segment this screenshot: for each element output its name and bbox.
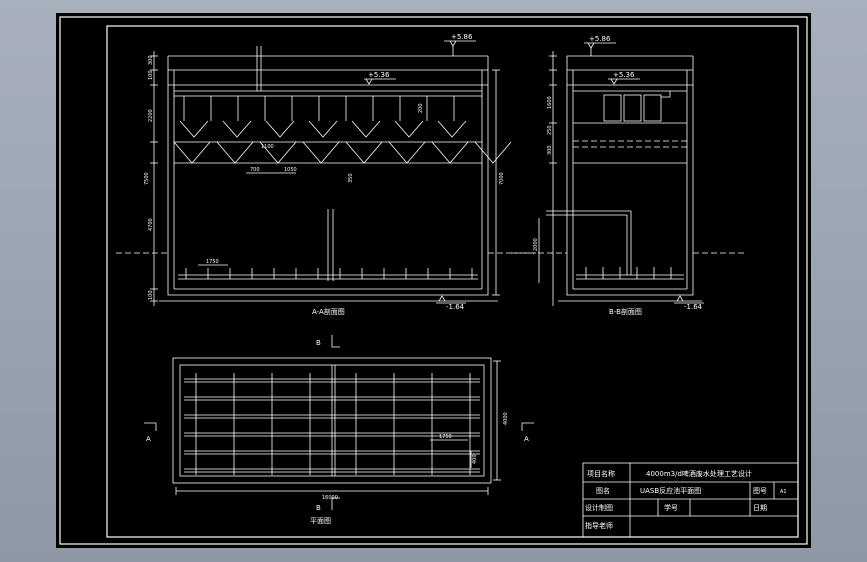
- plan-dim-1750: 1750: [439, 434, 452, 440]
- dim-a-7000: 7000: [499, 172, 505, 185]
- plan-dim-400: 400: [472, 454, 478, 464]
- lower-baffle: [345, 141, 383, 164]
- gas-hood: [222, 120, 252, 138]
- dim-left-3: 7500: [144, 172, 150, 185]
- title-block-lines: [582, 462, 799, 538]
- dim-left-1: 100: [148, 70, 154, 80]
- plan-dimension-lines: [175, 360, 501, 495]
- tb-advisor-label: 指导老师: [585, 521, 613, 530]
- section-a-dimension-lines: [116, 51, 536, 306]
- section-a-tank: [159, 46, 498, 302]
- dim-left-2: 2200: [148, 109, 154, 122]
- elevation-marker-bottom-b: [674, 295, 704, 304]
- lower-baffle: [431, 141, 469, 164]
- tb-number-value: A1: [780, 489, 787, 495]
- elevation-marker-water-a: [364, 78, 396, 85]
- dim-a-200: 200: [418, 103, 424, 113]
- elevation-top-b: +5.86: [589, 35, 611, 43]
- lower-baffle: [216, 141, 254, 164]
- gas-hood: [308, 120, 338, 138]
- tb-student-label: 学号: [664, 503, 678, 512]
- tb-designer-label: 设计制图: [585, 503, 613, 512]
- gas-hood: [265, 120, 295, 138]
- gas-hood: [351, 120, 381, 138]
- section-b-tank: [546, 55, 702, 302]
- lower-baffle: [259, 141, 297, 164]
- gas-hood: [179, 120, 209, 138]
- elevation-bottom-a: -1.64: [446, 303, 465, 311]
- plan-dim-16000: 16000: [322, 495, 338, 501]
- elevation-top-a: +5.86: [451, 33, 473, 41]
- lower-baffle: [474, 141, 512, 164]
- outer-frame: [59, 16, 808, 545]
- dim-b-250: 250: [547, 125, 553, 135]
- dim-a-1750: 1750: [206, 259, 219, 265]
- tb-drawing-label: 图名: [596, 486, 610, 495]
- lower-baffle: [302, 141, 340, 164]
- section-b-dimension-lines: [511, 51, 746, 306]
- section-a-separator-baffles: [173, 96, 672, 279]
- plan-distribution-grid: [184, 373, 480, 475]
- inner-frame: [106, 25, 799, 538]
- cut-label-a-right: A: [524, 435, 529, 443]
- cad-viewport[interactable]: +5.86 +5.36 -1.64 +5.86 +5.36 -1.64 300 …: [56, 13, 811, 548]
- section-b-title: B-B剖面图: [609, 307, 642, 316]
- elevation-marker-water-b: [608, 78, 640, 85]
- dim-b-2000: 2000: [533, 238, 539, 251]
- lower-baffle: [388, 141, 426, 164]
- dim-a-1100: 1100: [261, 144, 274, 150]
- gas-hood: [437, 120, 467, 138]
- cut-label-b-bottom: B: [316, 504, 321, 512]
- elevation-marker-top-b: [584, 42, 616, 56]
- elevation-marker-bottom-a: [436, 295, 466, 304]
- cad-drawing: +5.86 +5.36 -1.64 +5.86 +5.36 -1.64 300 …: [59, 16, 808, 545]
- dim-b-300: 300: [547, 145, 553, 155]
- cut-label-b-top: B: [316, 339, 321, 347]
- gas-hood: [394, 120, 424, 138]
- plan-tank: [172, 357, 492, 484]
- section-a-title: A-A剖面图: [312, 307, 345, 316]
- cut-mark-b-top: [331, 335, 340, 348]
- plan-dim-4000: 4000: [503, 412, 509, 425]
- cut-mark-a-right: [521, 422, 534, 431]
- dim-b-1600: 1600: [547, 96, 553, 109]
- elevation-water-b: +5.36: [613, 71, 635, 79]
- plan-title: 平面图: [310, 517, 331, 525]
- tb-number-label: 图号: [753, 487, 767, 495]
- dim-a-700: 700: [250, 167, 260, 173]
- tb-drawing-value: UASB反应池平面图: [640, 486, 701, 495]
- tb-project-value: 4000m3/d啤酒废水处理工艺设计: [646, 469, 752, 478]
- dim-a-1050: 1050: [284, 167, 297, 173]
- tb-project-label: 项目名称: [587, 469, 615, 478]
- cut-label-a-left: A: [146, 435, 151, 443]
- dim-a-350: 350: [348, 173, 354, 183]
- elevation-marker-top-a: [444, 40, 476, 56]
- dim-left-4: 4700: [148, 218, 154, 231]
- cut-mark-b-bottom: [331, 497, 340, 510]
- cut-mark-a-left: [144, 422, 157, 431]
- dim-left-0: 300: [148, 55, 154, 65]
- lower-baffle: [173, 141, 211, 164]
- elevation-bottom-b: -1.64: [684, 303, 703, 311]
- dim-left-5: 100: [148, 290, 154, 300]
- elevation-water-a: +5.36: [368, 71, 390, 79]
- tb-date-label: 日期: [753, 504, 767, 512]
